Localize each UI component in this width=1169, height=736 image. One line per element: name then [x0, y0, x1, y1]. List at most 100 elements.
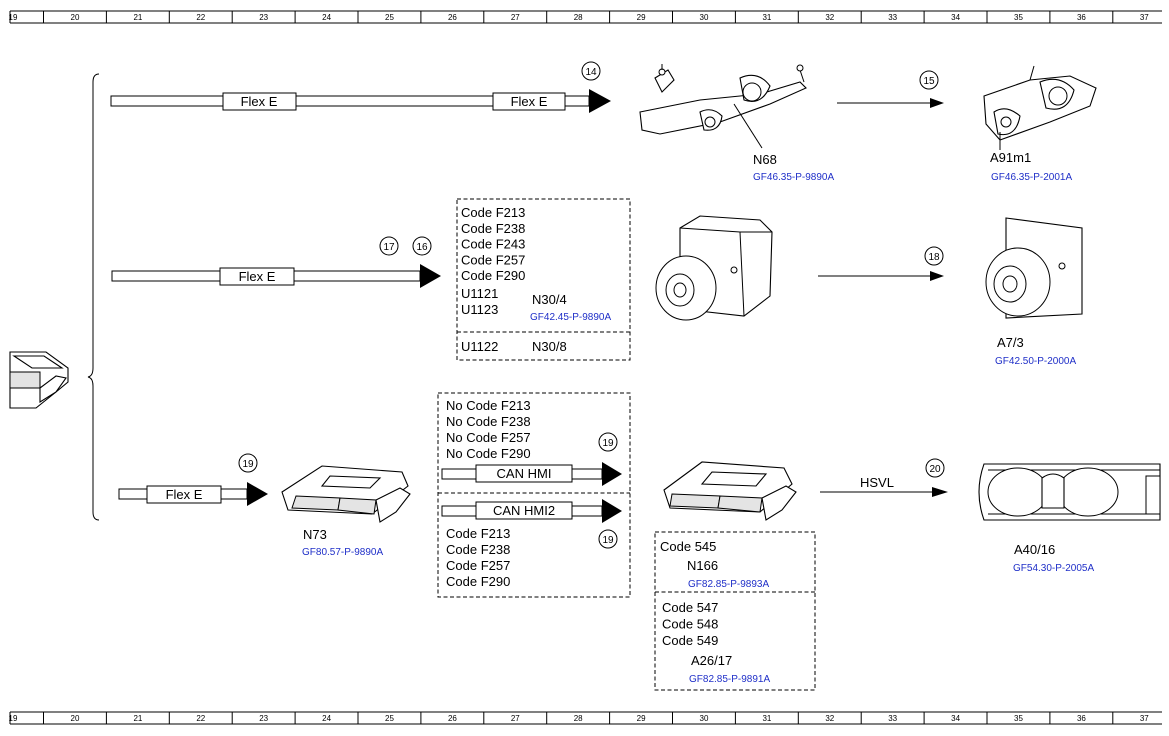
bottom-ruler-label: 19	[9, 714, 18, 723]
callout-15	[919, 70, 939, 90]
flexe-label-box	[219, 267, 295, 286]
callout-20	[925, 458, 945, 478]
flexe-label: Flex E	[241, 94, 278, 109]
top-ruler-label: 29	[637, 13, 646, 22]
flexe-label: Flex E	[239, 269, 276, 284]
component-n73-ref[interactable]: GF80.57-P-9890A	[302, 547, 383, 558]
bottom-ruler-label: 31	[762, 714, 771, 723]
bottom-ruler-label: 30	[700, 714, 709, 723]
bottom-ruler-label: 24	[322, 714, 331, 723]
callout-number: 18	[928, 252, 940, 263]
bottom-ruler-label: 25	[385, 714, 394, 723]
top-ruler-label: 33	[888, 13, 897, 22]
branch-brace	[87, 73, 100, 521]
option-code: Code F290	[446, 574, 510, 589]
callout-number: 17	[383, 242, 395, 253]
component-a7-3-ref[interactable]: GF42.50-P-2000A	[995, 356, 1076, 367]
component-a7-3: A7/3	[997, 335, 1024, 350]
top-ruler-label: 30	[700, 13, 709, 22]
bottom-ruler-label: 33	[888, 714, 897, 723]
callout-number: 19	[602, 438, 614, 449]
top-ruler-label: 22	[196, 13, 205, 22]
option-code: Code F257	[461, 252, 525, 267]
hsvl-label: HSVL	[860, 475, 894, 490]
top-ruler-label: 28	[574, 13, 583, 22]
callout-19	[238, 453, 258, 473]
top-ruler-label: 36	[1077, 13, 1086, 22]
bottom-ruler-label: 37	[1140, 714, 1149, 723]
bottom-ruler-label: 34	[951, 714, 960, 723]
brake-module-illustration	[985, 217, 1083, 319]
option-code: Code 545	[660, 539, 716, 554]
bottom-ruler-label: 20	[71, 714, 80, 723]
flexe-label: Flex E	[166, 487, 203, 502]
component-n30-4: N30/4	[532, 292, 567, 307]
left-module-partial	[9, 351, 69, 409]
arrow-head	[930, 271, 944, 281]
component-n30-4-ref[interactable]: GF42.45-P-9890A	[530, 312, 611, 323]
callout-number: 19	[602, 535, 614, 546]
bottom-ruler-label: 23	[259, 714, 268, 723]
top-ruler-label: 20	[71, 13, 80, 22]
bottom-ruler-label: 29	[637, 714, 646, 723]
top-ruler-label: 24	[322, 13, 331, 22]
fault-code: U1122	[461, 339, 498, 354]
callout-19	[598, 529, 618, 549]
flexe-label-box	[492, 92, 566, 111]
bottom-ruler-label: 22	[196, 714, 205, 723]
bottom-ruler-label: 27	[511, 714, 520, 723]
option-code: No Code F257	[446, 430, 531, 445]
top-ruler-label: 31	[762, 13, 771, 22]
option-code: Code F257	[446, 558, 510, 573]
top-ruler-label: 34	[951, 13, 960, 22]
code-box-n166	[654, 531, 816, 691]
option-code: Code 547	[662, 600, 718, 615]
top-ruler-label: 35	[1014, 13, 1023, 22]
callout-14	[581, 61, 601, 81]
callout-19	[598, 432, 618, 452]
component-n166-ref[interactable]: GF82.85-P-9893A	[688, 579, 769, 590]
callout-number: 14	[585, 67, 597, 78]
component-a26-17-ref[interactable]: GF82.85-P-9891A	[689, 674, 770, 685]
can-hmi-box	[475, 464, 573, 483]
option-code: Code F238	[446, 542, 510, 557]
top-ruler-label: 26	[448, 13, 457, 22]
arrow-head	[932, 487, 948, 497]
steering-column-illustration	[639, 64, 807, 149]
callout-number: 19	[242, 459, 254, 470]
component-a40-16-ref[interactable]: GF54.30-P-2005A	[1013, 563, 1094, 574]
can-hmi2-label: CAN HMI2	[493, 503, 555, 518]
component-a91m1: A91m1	[990, 150, 1031, 165]
option-code: Code F213	[461, 205, 525, 220]
esp-unit-illustration	[655, 215, 773, 321]
option-code: No Code F290	[446, 446, 531, 461]
top-ruler-label: 27	[511, 13, 520, 22]
top-ruler-label: 37	[1140, 13, 1149, 22]
top-ruler-label: 19	[9, 13, 18, 22]
option-code: Code F243	[461, 237, 525, 252]
option-code: Code F213	[446, 526, 510, 541]
can-hmi2-box	[475, 501, 573, 520]
callout-18	[924, 246, 944, 266]
component-a40-16: A40/16	[1014, 542, 1055, 557]
option-code: Code 549	[662, 633, 718, 648]
component-n68-ref[interactable]: GF46.35-P-9890A	[753, 172, 834, 183]
flexe-label-box	[222, 92, 297, 111]
callout-number: 15	[923, 76, 935, 87]
component-a26-17: A26/17	[691, 653, 732, 668]
option-code: Code F290	[461, 268, 525, 283]
component-n166: N166	[687, 558, 718, 573]
top-ruler-label: 23	[259, 13, 268, 22]
callout-17	[379, 236, 399, 256]
head-unit-illustration	[663, 461, 797, 521]
option-code: No Code F238	[446, 414, 531, 429]
top-ruler-label: 32	[825, 13, 834, 22]
fault-code: U1121	[461, 286, 498, 301]
option-code: Code F238	[461, 221, 525, 236]
top-ruler-label: 25	[385, 13, 394, 22]
component-a91m1-ref[interactable]: GF46.35-P-2001A	[991, 172, 1072, 183]
bottom-ruler-label: 21	[133, 714, 142, 723]
